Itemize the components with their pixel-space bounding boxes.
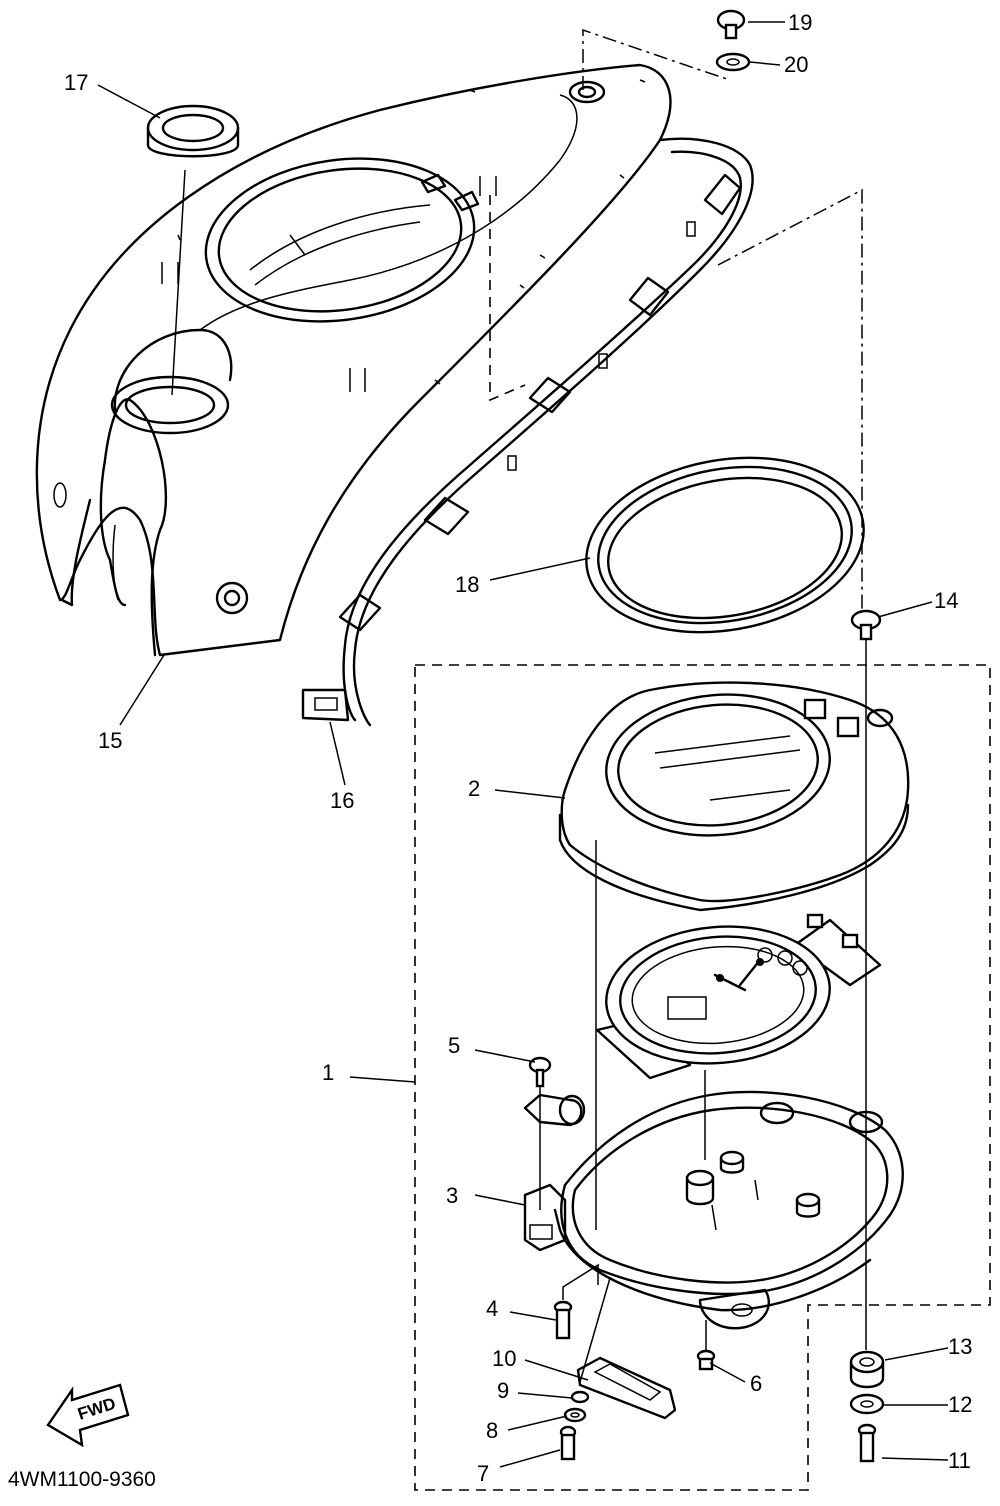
grommet-part-17 <box>146 104 240 158</box>
meter-lower-case <box>553 1090 904 1330</box>
meter-dial-face <box>595 913 882 1080</box>
part-label-20: 20 <box>784 52 809 77</box>
plate-part-10 <box>576 1356 677 1420</box>
part-label-3: 3 <box>446 1183 459 1208</box>
screw-part-19 <box>716 9 746 40</box>
catalog-number: 4WM1100-9360 <box>8 1468 156 1491</box>
grommet-part-14 <box>850 609 882 641</box>
part-label-12: 12 <box>948 1392 973 1417</box>
assembly-boundary-part-1 <box>414 664 991 1491</box>
bracket-part-3 <box>523 1183 567 1252</box>
screw-part-6 <box>696 1349 716 1371</box>
part-label-14: 14 <box>934 588 959 613</box>
washer-part-9 <box>570 1390 590 1404</box>
washer-part-8 <box>563 1407 587 1423</box>
part-label-6: 6 <box>750 1371 763 1396</box>
ring-seal-part-18 <box>585 456 865 634</box>
washer-part-20 <box>715 52 751 72</box>
part-label-4: 4 <box>486 1296 499 1321</box>
meter-cover-part-15 <box>35 63 672 657</box>
part-label-11: 11 <box>948 1448 971 1473</box>
part-label-7: 7 <box>477 1461 490 1486</box>
part-label-15: 15 <box>98 728 123 753</box>
screw-part-7 <box>559 1425 577 1461</box>
part-label-8: 8 <box>486 1418 499 1443</box>
part-label-2: 2 <box>468 776 481 801</box>
part-label-16: 16 <box>330 788 355 813</box>
grommet-part-13 <box>849 1350 885 1389</box>
part-label-9: 9 <box>497 1378 510 1403</box>
trim-strip-part-16 <box>301 137 754 727</box>
clamp-part-5-assembly <box>523 1093 586 1127</box>
screw-part-4 <box>553 1300 573 1340</box>
part-label-5: 5 <box>448 1033 461 1058</box>
screw-part-11 <box>857 1423 877 1463</box>
part-label-18: 18 <box>455 572 480 597</box>
fwd-direction-arrow: FWD <box>46 1383 130 1448</box>
part-label-13: 13 <box>948 1334 973 1359</box>
part-label-19: 19 <box>788 10 813 35</box>
meter-case-part-2 <box>558 681 910 912</box>
alignment-lines <box>171 28 867 1383</box>
part-label-17: 17 <box>64 70 89 95</box>
washer-part-12 <box>849 1393 885 1415</box>
part-label-10: 10 <box>492 1346 517 1371</box>
part-label-1: 1 <box>322 1060 335 1085</box>
leader-lines <box>97 21 949 1468</box>
